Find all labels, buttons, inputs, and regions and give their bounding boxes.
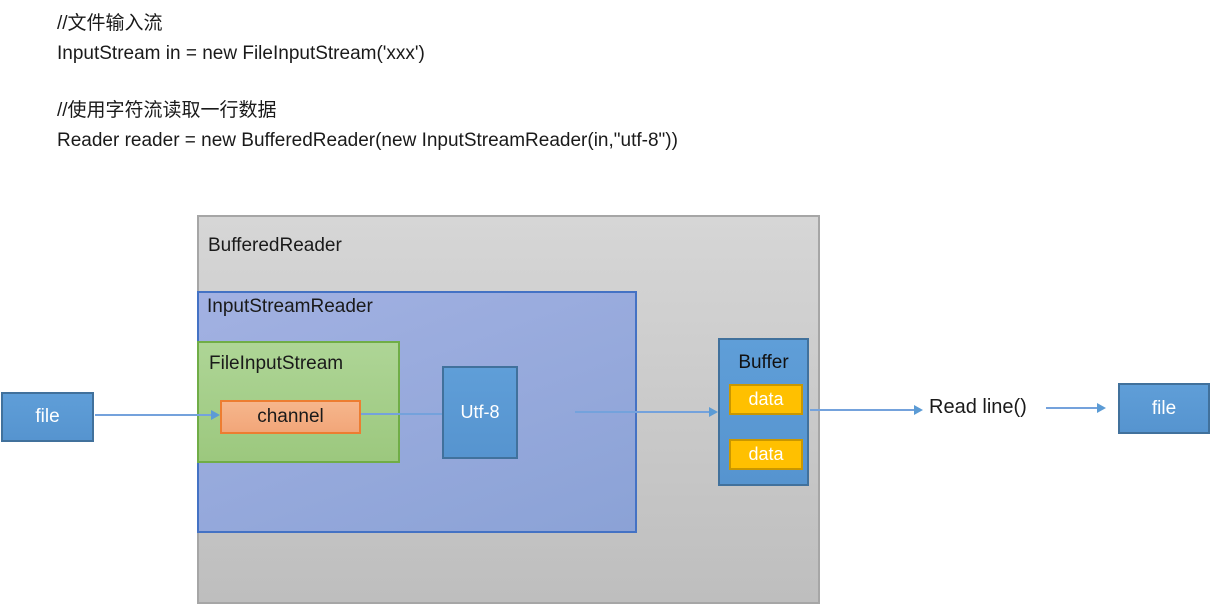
buffered-reader-label: BufferedReader xyxy=(208,235,342,256)
buffer-box: Buffer data data xyxy=(718,338,809,486)
arrow-buffer-to-readline-head xyxy=(914,405,923,415)
arrow-readline-to-file-line xyxy=(1046,407,1098,409)
file-source-label: file xyxy=(35,406,60,427)
code-line-inputstream: InputStream in = new FileInputStream('xx… xyxy=(57,43,425,64)
input-stream-reader-label: InputStreamReader xyxy=(207,296,373,317)
buffer-label: Buffer xyxy=(738,352,789,373)
arrow-utf8-to-buffer-line xyxy=(575,411,710,413)
arrow-file-to-channel-line xyxy=(95,414,212,416)
file-dest-label: file xyxy=(1151,397,1177,419)
channel-box: channel xyxy=(220,400,361,434)
code-comment-char-stream: //使用字符流读取一行数据 xyxy=(57,100,277,121)
code-comment-file-input: //文件输入流 xyxy=(57,13,163,34)
file-input-stream-label: FileInputStream xyxy=(209,353,344,374)
code-line-reader: Reader reader = new BufferedReader(new I… xyxy=(57,130,678,151)
arrow-buffer-to-readline-line xyxy=(810,409,915,411)
file-source-box: file xyxy=(1,392,94,442)
channel-label: channel xyxy=(257,406,324,427)
utf8-label: Utf-8 xyxy=(460,402,500,422)
data-cell-2: data xyxy=(729,439,803,470)
file-dest-box: file xyxy=(1118,383,1210,434)
data-cell-1: data xyxy=(729,384,803,415)
arrow-readline-to-file-head xyxy=(1097,403,1106,413)
read-line-label: Read line() xyxy=(929,396,1027,418)
arrow-utf8-to-buffer-head xyxy=(709,407,718,417)
utf8-box: Utf-8 xyxy=(442,366,518,459)
arrow-file-to-channel-head xyxy=(211,410,220,420)
line-channel-to-utf8 xyxy=(361,413,442,415)
